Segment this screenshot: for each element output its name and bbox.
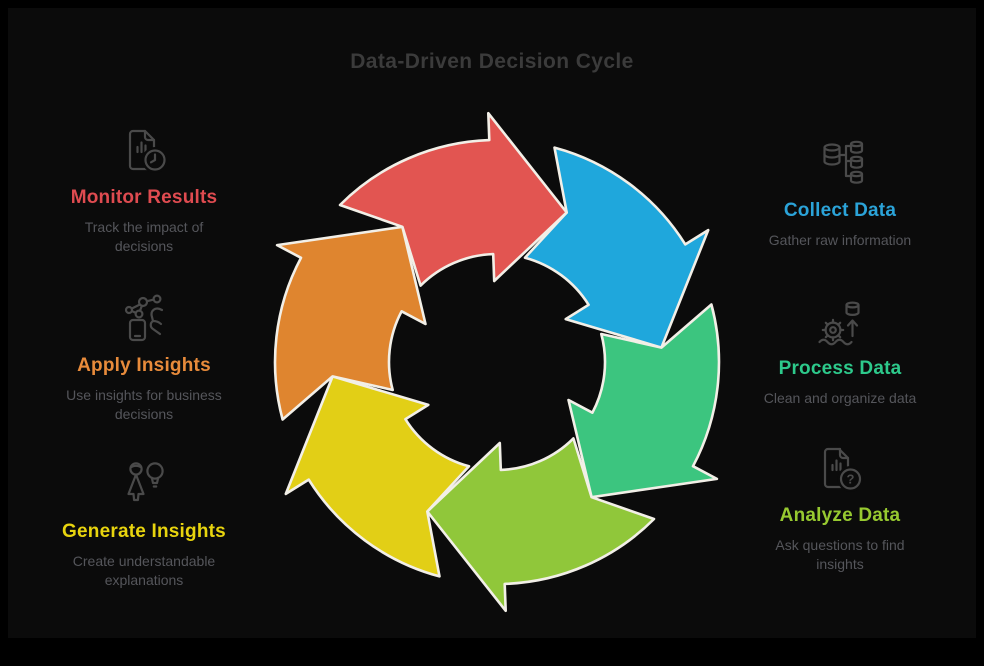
item-heading: Analyze Data: [779, 505, 901, 526]
report-clock-icon: [116, 122, 172, 178]
person-lightbulb-icon: [116, 456, 172, 512]
item-analyze-data: ? Analyze Data Ask questions to find ins…: [720, 440, 960, 574]
gear-database-icon: [812, 293, 868, 349]
databases-icon: [812, 135, 868, 191]
cycle-arrow-analyze-data: [426, 437, 656, 613]
item-collect-data: Collect Data Gather raw information: [720, 135, 960, 250]
item-description: Use insights for business decisions: [66, 387, 222, 422]
cycle-diagram: [273, 111, 721, 613]
item-description: Gather raw information: [768, 232, 912, 248]
cycle-arrow-apply-insights: [273, 225, 427, 421]
item-description: Track the impact of decisions: [84, 219, 204, 254]
item-monitor-results: Monitor Results Track the impact of deci…: [24, 122, 264, 256]
item-heading: Monitor Results: [70, 187, 218, 208]
cycle-arrow-process-data: [567, 303, 721, 499]
cycle-arrow-generate-insights: [284, 375, 471, 578]
svg-text:?: ?: [847, 472, 855, 487]
item-description: Create understandable explanations: [72, 553, 216, 588]
item-generate-insights: Generate Insights Create understandable …: [24, 456, 264, 590]
item-description: Clean and organize data: [763, 390, 917, 406]
hand-network-icon: [116, 290, 172, 346]
page-title: Data-Driven Decision Cycle: [350, 50, 634, 73]
item-heading: Process Data: [778, 358, 902, 379]
item-heading: Apply Insights: [77, 355, 211, 376]
cycle-arrow-collect-data: [523, 146, 710, 349]
item-description: Ask questions to find insights: [775, 537, 905, 572]
report-question-icon: ?: [812, 440, 868, 496]
item-apply-insights: Apply Insights Use insights for business…: [24, 290, 264, 424]
cycle-arrow-monitor-results: [338, 111, 568, 287]
item-heading: Collect Data: [783, 200, 897, 221]
item-process-data: Process Data Clean and organize data: [720, 293, 960, 408]
item-heading: Generate Insights: [62, 521, 226, 542]
